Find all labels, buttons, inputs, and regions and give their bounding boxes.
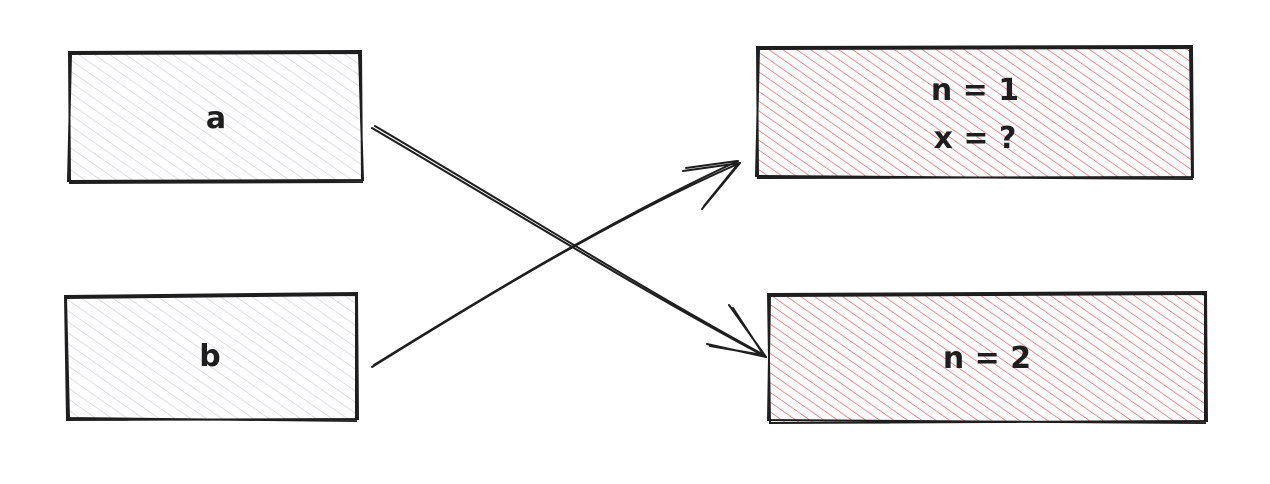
node-top-right-border [754, 44, 1195, 181]
node-top-right-hatch [757, 48, 1193, 178]
node-a-label: a [206, 101, 226, 136]
arrow-a-to-bottom-right-line [371, 127, 767, 358]
arrow-b-to-top-right[interactable] [371, 160, 741, 368]
arrow-b-to-top-right-head [682, 160, 741, 210]
node-top-right-line-1: n = 1 [931, 73, 1019, 108]
node-b[interactable]: b [63, 291, 360, 423]
node-bottom-right-border [766, 290, 1209, 425]
node-b-border [63, 291, 360, 423]
node-bottom-right-hatch [769, 294, 1207, 422]
node-bottom-right[interactable]: n = 2 [766, 290, 1209, 425]
arrow-a-to-bottom-right-line-2 [374, 125, 765, 356]
node-top-right-line-2: x = ? [934, 121, 1017, 156]
arrow-b-to-top-right-line-2 [373, 160, 739, 366]
node-top-right[interactable]: n = 1 x = ? [754, 44, 1195, 181]
arrow-b-to-top-right-line [371, 162, 741, 368]
node-bottom-right-line-1: n = 2 [943, 341, 1031, 376]
node-a-border [66, 49, 365, 185]
node-a-hatch [70, 53, 362, 182]
arrow-a-to-bottom-right-head [706, 304, 767, 358]
node-b-hatch [66, 295, 358, 421]
node-a[interactable]: a [66, 49, 365, 185]
arrow-a-to-bottom-right[interactable] [371, 125, 767, 358]
node-b-label: b [199, 339, 220, 374]
